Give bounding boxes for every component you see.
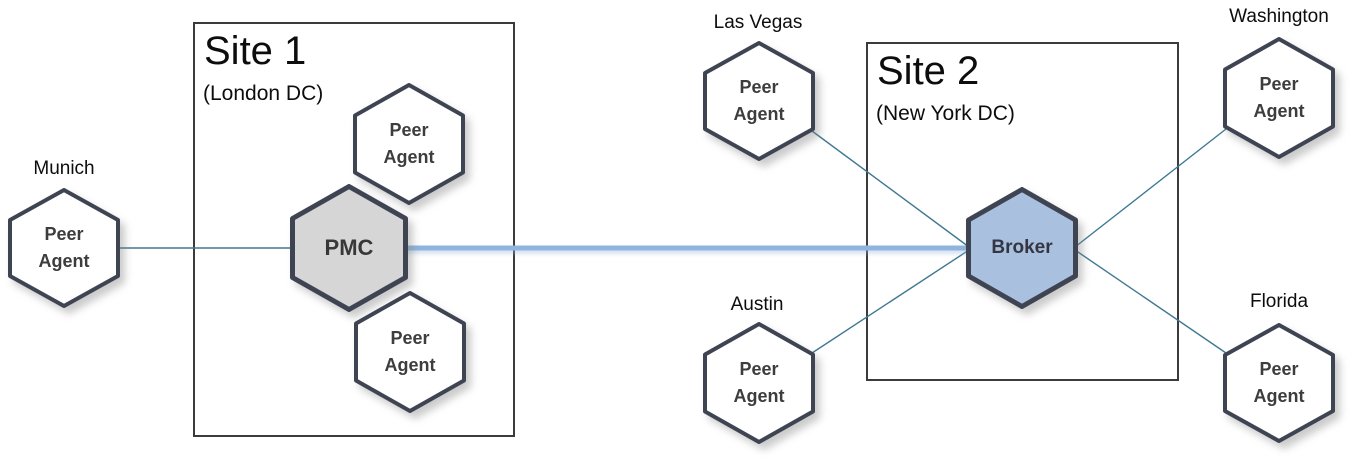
hexagon-shape: [354, 291, 466, 413]
hexagon-shape: [1223, 37, 1335, 159]
hexagon-shape: [1223, 323, 1335, 443]
city-label-munich: Munich: [33, 158, 95, 179]
peer-agent-node-site1-top: Peer Agent: [353, 83, 465, 205]
hexagon-shape: [353, 83, 465, 205]
peer-agent-node-washington: Peer Agent: [1223, 37, 1335, 159]
peer-agent-node-munich: Peer Agent: [8, 188, 120, 308]
hexagon-shape: [8, 188, 120, 308]
node-label: Peer Agent: [384, 328, 436, 375]
hexagon-shape: [966, 187, 1078, 309]
peer-agent-node-lasvegas: Peer Agent: [703, 41, 815, 161]
city-label-lasvegas: Las Vegas: [713, 12, 803, 33]
hexagon-shape: [703, 322, 815, 444]
site1-subtitle: (London DC): [203, 82, 324, 105]
node-label: Peer Agent: [1253, 74, 1305, 121]
city-label-florida: Florida: [1249, 291, 1309, 312]
pmc-node: PMC: [290, 184, 408, 312]
node-label: Peer Agent: [383, 120, 435, 167]
city-label-washington: Washington: [1229, 6, 1329, 27]
node-label: Peer Agent: [38, 224, 90, 271]
peer-agent-node-austin: Peer Agent: [703, 322, 815, 444]
site2-subtitle: (New York DC): [876, 102, 1015, 125]
hexagon-shape: [703, 41, 815, 161]
node-label: Peer Agent: [733, 359, 785, 406]
site1-title: Site 1: [204, 29, 307, 73]
peer-agent-node-site1-bottom: Peer Agent: [354, 291, 466, 413]
city-label-austin: Austin: [730, 294, 784, 315]
peer-agent-node-florida: Peer Agent: [1223, 323, 1335, 443]
hexagon-shape: [290, 184, 408, 312]
pmc-label: PMC: [324, 235, 374, 260]
site2-title: Site 2: [877, 49, 980, 93]
node-label: Peer Agent: [733, 77, 785, 124]
broker-label: Broker: [991, 237, 1053, 258]
node-label: Peer Agent: [1253, 359, 1305, 406]
broker-node: Broker: [966, 187, 1078, 309]
